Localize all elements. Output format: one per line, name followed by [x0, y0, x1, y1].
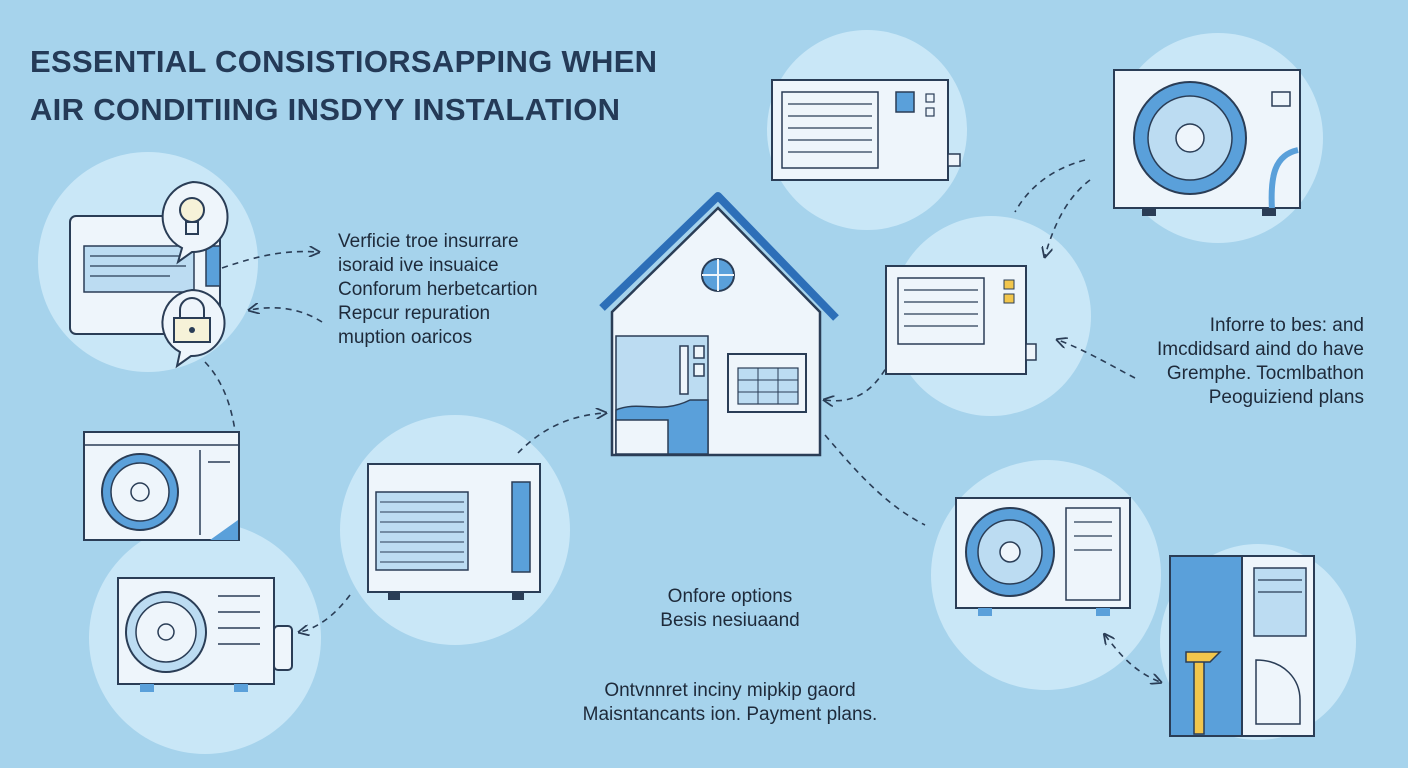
indoor-ac-unit-icon [885, 265, 1037, 375]
right-notes: Inforre to bes: and Imcdidsard aind do h… [1157, 314, 1364, 410]
right-note: Peoguiziend plans [1208, 387, 1364, 408]
left-note: isoraid ive insuaice [338, 255, 499, 276]
lightbulb-icon [161, 180, 229, 265]
center-note: Maisntancants ion. Payment plans. [582, 704, 878, 725]
arrow-lock-to-unit [204, 361, 237, 439]
arrow-unit-to-house [517, 413, 605, 454]
title-line-1: ESSENTIAL CONSISTIORSAPPING WHEN [30, 44, 658, 79]
outdoor-ac-unit-icon [367, 463, 541, 600]
left-note: muption oaricos [338, 327, 473, 348]
left-notes: Verficie troe insurrare isoraid ive insu… [338, 230, 538, 350]
arrow-indoor-to-house [825, 349, 896, 401]
house-icon [599, 192, 839, 457]
right-note: Inforre to bes: and [1209, 315, 1364, 336]
connector-arrows [204, 159, 1160, 682]
left-note: Verficie troe insurrare [338, 231, 519, 252]
outdoor-fan-unit-icon [1113, 69, 1301, 216]
arrow-text-to-lock [250, 308, 323, 323]
center-notes: Onfore options Besis nesiuaand Ontvnnret… [560, 585, 900, 727]
water-heater-unit-icon [1169, 555, 1315, 737]
arrow-outdoor-to-heater [1105, 635, 1160, 682]
left-note: Repcur repuration [338, 303, 491, 324]
title-line-2: AIR CONDITIING INSDYY INSTALATION [30, 92, 621, 127]
center-note: Besis nesiuaand [660, 610, 800, 631]
infographic-title: ESSENTIAL CONSISTIORSAPPING WHEN AIR CON… [30, 38, 750, 134]
outdoor-fan-unit-icon [83, 431, 240, 541]
outdoor-fan-unit-icon [117, 577, 293, 692]
outdoor-fan-unit-icon [955, 497, 1131, 616]
arrow-top-to-indoor-b [1045, 179, 1091, 256]
arrow-doc-to-text [221, 252, 318, 269]
center-note: Onfore options [667, 586, 793, 607]
arrow-to-lower-left-unit [300, 594, 351, 632]
right-note: Gremphe. Tocmlbathon [1166, 363, 1364, 384]
right-note: Imcdidsard aind do have [1156, 339, 1364, 360]
left-note: Conforum herbetcartion [338, 279, 538, 300]
arrow-house-to-outdoor [824, 434, 926, 526]
arrow-top-to-indoor-a [1014, 159, 1086, 213]
arrow-text-to-indoor [1058, 340, 1136, 379]
thermometer-icon [1185, 651, 1222, 735]
lock-icon [161, 288, 226, 369]
indoor-ac-unit-icon [771, 79, 961, 181]
center-note: Ontvnnret inciny mipkip gaord [604, 680, 856, 701]
window-ac-icon [727, 353, 807, 413]
